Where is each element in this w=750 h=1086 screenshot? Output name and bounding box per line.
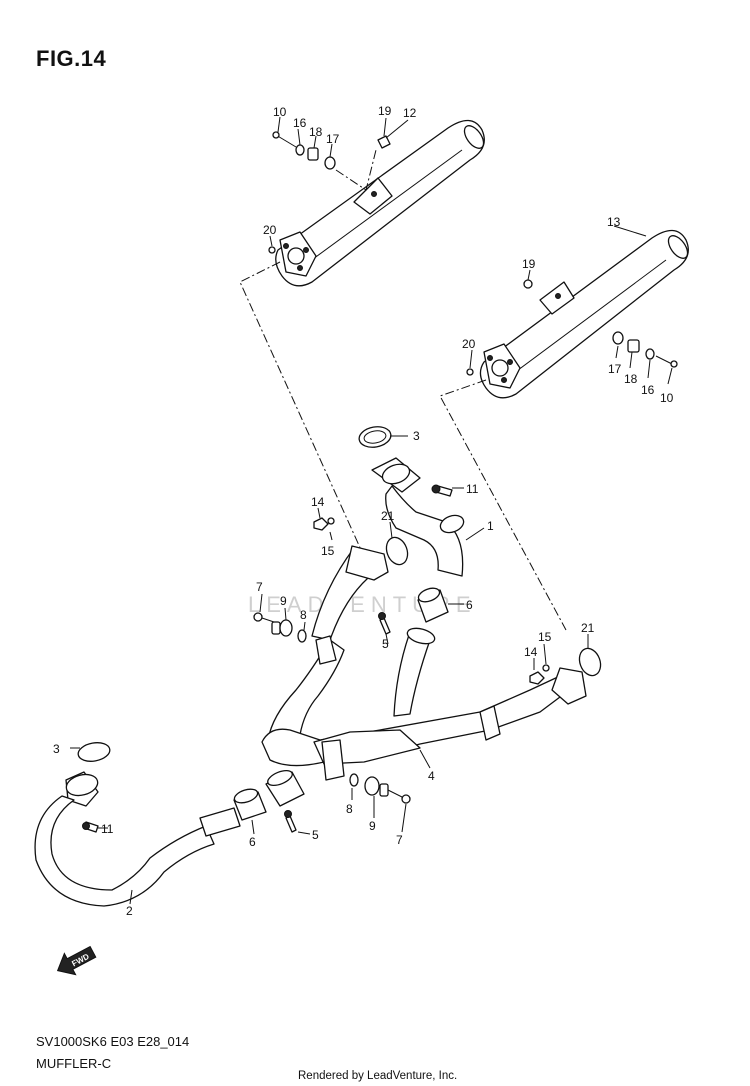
bolt-5-upper[interactable] bbox=[378, 612, 391, 635]
muffler-right-13[interactable] bbox=[479, 229, 691, 399]
bolt-11-upper[interactable] bbox=[431, 484, 453, 497]
callout-15: 15 bbox=[538, 630, 552, 644]
muffler-left-12[interactable] bbox=[275, 119, 488, 287]
bolt-5-lower[interactable] bbox=[284, 810, 297, 833]
callout-19: 19 bbox=[522, 257, 536, 271]
callout-16: 16 bbox=[641, 383, 655, 397]
callout-17: 17 bbox=[326, 132, 340, 146]
clamp-lower[interactable] bbox=[265, 768, 305, 807]
callout-7: 7 bbox=[256, 580, 263, 594]
mount-hardware-upper-right[interactable] bbox=[466, 279, 678, 376]
callout-17: 17 bbox=[608, 362, 622, 376]
exhaust-pipe-1[interactable] bbox=[371, 457, 466, 577]
gasket-3-upper[interactable] bbox=[358, 424, 393, 449]
callout-10: 10 bbox=[273, 105, 287, 119]
callout-6: 6 bbox=[466, 598, 473, 612]
forward-direction-arrow-icon: FWD bbox=[56, 945, 97, 976]
callout-20: 20 bbox=[462, 337, 476, 351]
guide-line-left bbox=[239, 261, 363, 553]
callout-14: 14 bbox=[524, 645, 538, 659]
callout-21: 21 bbox=[381, 509, 395, 523]
callout-12: 12 bbox=[403, 106, 417, 120]
callout-14: 14 bbox=[311, 495, 325, 509]
callout-20: 20 bbox=[263, 223, 277, 237]
callout-19: 19 bbox=[378, 104, 392, 118]
section-name: MUFFLER-C bbox=[36, 1056, 112, 1071]
callout-3: 3 bbox=[413, 429, 420, 443]
bolt-11-lower[interactable] bbox=[82, 821, 99, 833]
callout-15: 15 bbox=[321, 544, 335, 558]
callout-4: 4 bbox=[428, 769, 435, 783]
exhaust-pipe-assembly-4[interactable] bbox=[261, 545, 587, 781]
callout-8: 8 bbox=[300, 608, 307, 622]
connector-6-lower[interactable] bbox=[233, 787, 267, 821]
callout-1: 1 bbox=[487, 519, 494, 533]
figure-title: FIG.14 bbox=[36, 46, 107, 71]
bolt-7-9-8-left[interactable] bbox=[253, 612, 307, 643]
callout-3: 3 bbox=[53, 742, 60, 756]
callout-labels: 12 19 10 16 18 17 20 13 19 20 17 18 16 1… bbox=[53, 104, 674, 918]
bolt-8-9-7-right[interactable] bbox=[349, 773, 411, 804]
callout-2: 2 bbox=[126, 904, 133, 918]
callout-7: 7 bbox=[396, 833, 403, 847]
mount-hardware-upper-left[interactable] bbox=[268, 131, 391, 254]
callout-18: 18 bbox=[624, 372, 638, 386]
nut-14-15-upper[interactable] bbox=[313, 517, 335, 531]
gasket-21-upper[interactable] bbox=[383, 534, 411, 567]
callout-5: 5 bbox=[312, 828, 319, 842]
callout-11: 11 bbox=[101, 822, 114, 836]
model-code: SV1000SK6 E03 E28_014 bbox=[36, 1034, 190, 1049]
callout-10: 10 bbox=[660, 391, 674, 405]
callout-18: 18 bbox=[309, 125, 323, 139]
callout-16: 16 bbox=[293, 116, 307, 130]
guide-line-bracket bbox=[335, 149, 377, 191]
exhaust-pipe-2[interactable] bbox=[34, 771, 241, 907]
callout-5: 5 bbox=[382, 637, 389, 651]
render-credit: Rendered by LeadVenture, Inc. bbox=[298, 1070, 458, 1082]
callout-8: 8 bbox=[346, 802, 353, 816]
callout-21: 21 bbox=[581, 621, 595, 635]
callout-9: 9 bbox=[280, 594, 287, 608]
callout-9: 9 bbox=[369, 819, 376, 833]
guide-line-right bbox=[439, 379, 567, 631]
gasket-3-lower[interactable] bbox=[77, 740, 112, 763]
callout-6: 6 bbox=[249, 835, 256, 849]
gasket-21-lower[interactable] bbox=[576, 645, 604, 678]
nut-14-15-lower[interactable] bbox=[529, 664, 550, 685]
connector-6-upper[interactable] bbox=[417, 586, 449, 623]
leader-lines bbox=[70, 116, 673, 905]
callout-13: 13 bbox=[607, 215, 621, 229]
callout-11: 11 bbox=[466, 482, 479, 496]
